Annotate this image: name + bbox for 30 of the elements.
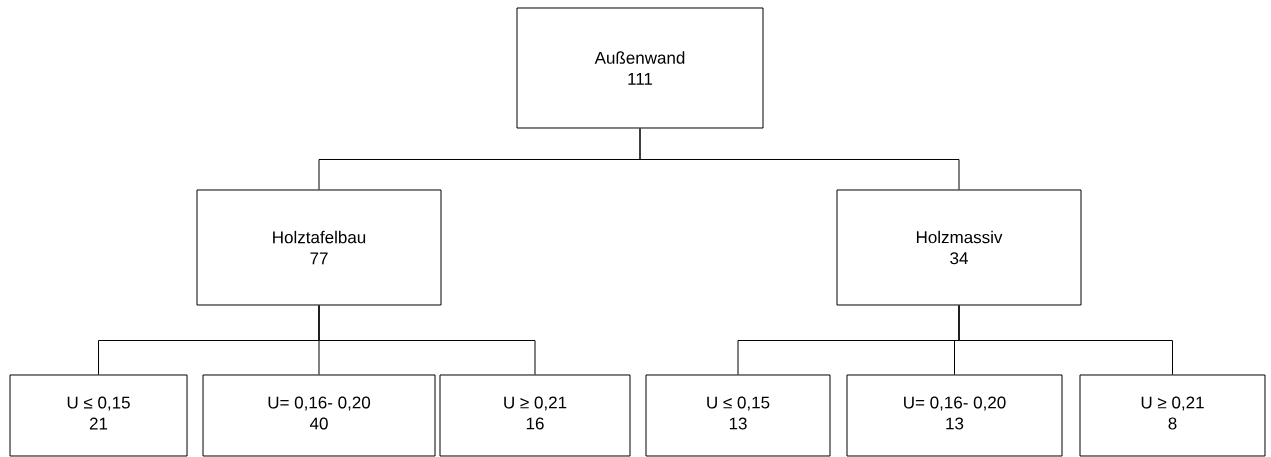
text-box [9, 374, 188, 457]
node-label: U ≥ 0,21 [1141, 396, 1204, 411]
connector [639, 128, 960, 190]
node-label: U ≥ 0,21 [504, 396, 567, 411]
node-label: Holztafelbau [273, 230, 366, 244]
node-label: U= 0,16- 0,20 [268, 396, 371, 411]
node-label: 77 [310, 252, 328, 265]
node-label: 40 [309, 417, 328, 430]
node-label: U ≤ 0,15 [707, 396, 770, 411]
connector [318, 305, 536, 375]
text-box [196, 189, 442, 306]
text-box [645, 374, 831, 457]
node-label: 34 [950, 252, 968, 265]
text-box [439, 374, 631, 457]
text-box [1079, 374, 1266, 457]
node-label: 8 [1168, 417, 1177, 430]
connector [958, 305, 1173, 375]
node-label: 16 [526, 417, 544, 430]
node-label: 13 [729, 417, 747, 430]
text-box [516, 7, 764, 129]
node-label: 13 [946, 417, 964, 430]
node-label: Holzmassiv [916, 230, 1003, 244]
node-label: Außenwand [594, 51, 685, 64]
text-box [202, 374, 436, 457]
node-label: U ≤ 0,15 [67, 396, 130, 411]
text-box [836, 189, 1082, 306]
node-label: U= 0,16- 0,20 [904, 396, 1006, 411]
node-label: 21 [89, 417, 108, 430]
node-label: 111 [628, 72, 653, 85]
text-box [846, 374, 1063, 457]
